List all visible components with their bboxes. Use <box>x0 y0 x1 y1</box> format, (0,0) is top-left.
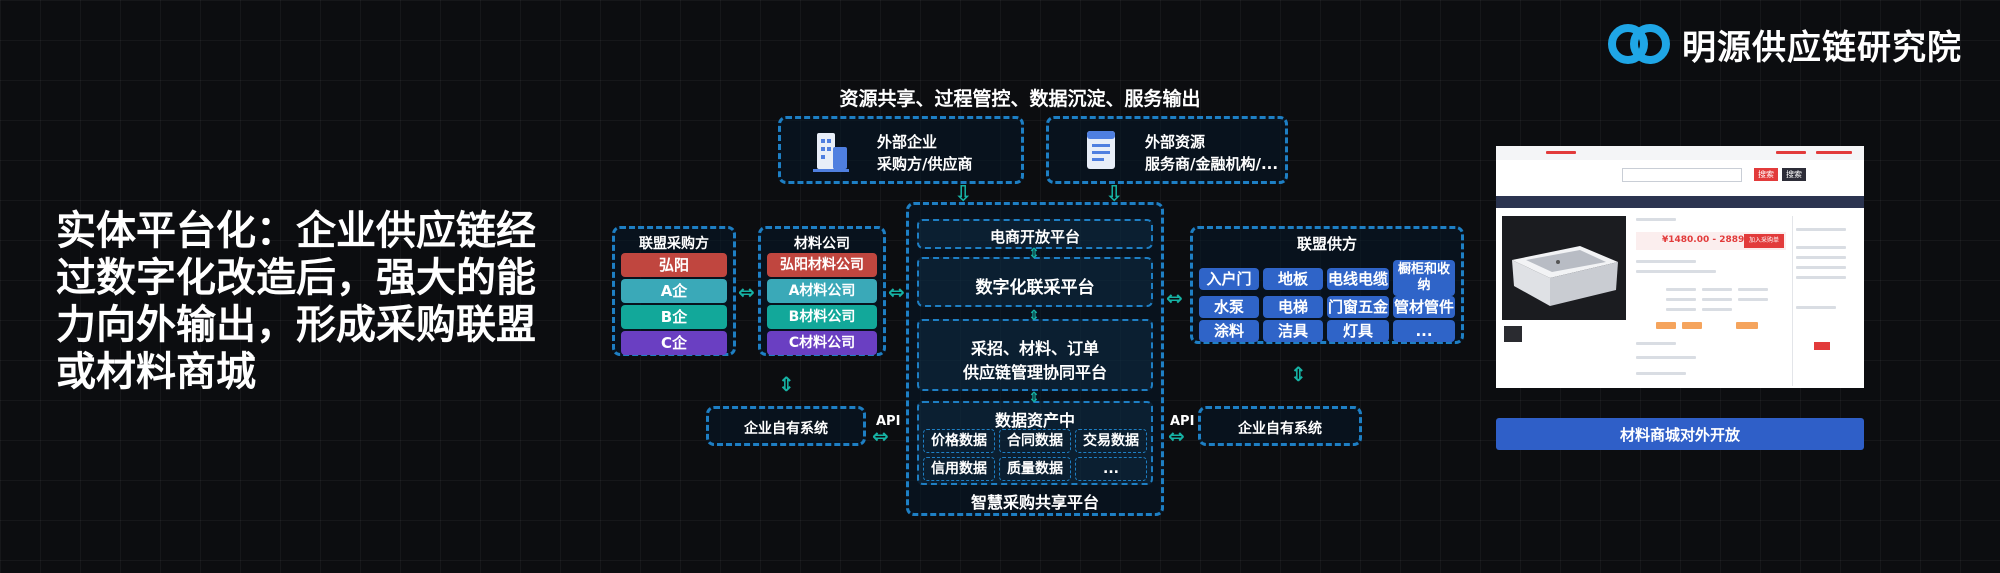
data-asset-center: 数据资产中 价格数据 合同数据 交易数据 信用数据 质量数据 ... <box>917 401 1153 485</box>
buyer-item-c: C企 <box>621 331 727 355</box>
data-cell-more: ... <box>1075 457 1147 481</box>
data-cell-quality: 质量数据 <box>999 457 1071 481</box>
own-system-right-label: 企业自有系统 <box>1238 421 1322 437</box>
collaboration-line-1: 采招、材料、订单 <box>970 339 1099 358</box>
own-system-left-label: 企业自有系统 <box>744 421 828 437</box>
supplier-item-floor: 地板 <box>1263 268 1323 290</box>
api-left-label: API <box>876 414 901 429</box>
shot-thumbnail <box>1504 326 1522 342</box>
shot-topbar <box>1496 146 1864 160</box>
arrow-left-system: ⇕ <box>778 372 795 396</box>
alliance-supplier-box: 联盟供方 入户门 地板 电线电缆 橱柜和收纳 水泵 电梯 门窗五金 管材管件 涂… <box>1190 226 1464 344</box>
headline-line-3: 力向外输出，形成采购联盟 <box>56 302 536 348</box>
own-system-left-box: 企业自有系统 <box>706 406 866 446</box>
collaboration-line-2: 供应链管理协同平台 <box>962 363 1107 382</box>
supplier-item-cabinet: 橱柜和收纳 <box>1393 260 1455 296</box>
bathtub-image <box>1502 216 1626 320</box>
supplier-item-cable: 电线电缆 <box>1327 268 1389 290</box>
arrow-material-center: ⇔ <box>888 280 905 304</box>
material-company-title: 材料公司 <box>794 236 850 252</box>
alliance-buyer-title: 联盟采购方 <box>639 236 709 252</box>
logo-text: 明源供应链研究院 <box>1682 27 1962 68</box>
logo: 明源供应链研究院 <box>1606 16 1986 72</box>
headline: 实体平台化：企业供应链经 过数字化改造后，强大的能 力向外输出，形成采购联盟 或… <box>56 208 576 396</box>
buyer-item-hongyang: 弘阳 <box>621 253 727 277</box>
arrow-center-1: ⇕ <box>1028 246 1040 262</box>
supplier-item-pump: 水泵 <box>1199 296 1259 318</box>
arrow-buyer-material: ⇔ <box>738 280 755 304</box>
supplier-item-door: 入户门 <box>1199 268 1259 290</box>
material-item-b: B材料公司 <box>767 305 877 329</box>
external-enterprise-subtitle: 采购方/供应商 <box>877 155 973 173</box>
external-enterprise-box: 外部企业 采购方/供应商 <box>778 116 1024 184</box>
supplier-item-sanitary: 洁具 <box>1263 320 1323 342</box>
data-cell-transaction: 交易数据 <box>1075 429 1147 453</box>
smart-procurement-title: 智慧采购共享平台 <box>970 493 1099 512</box>
material-item-hongyang: 弘阳材料公司 <box>767 253 877 277</box>
supplier-item-more: ... <box>1393 320 1455 342</box>
shot-right-panel <box>1792 216 1859 386</box>
supplier-item-pipe: 管材管件 <box>1393 296 1455 318</box>
external-enterprise-title: 外部企业 <box>877 133 938 151</box>
own-system-right-box: 企业自有系统 <box>1198 406 1362 446</box>
supplier-item-elevator: 电梯 <box>1263 296 1323 318</box>
supplier-item-lamp: 灯具 <box>1327 320 1389 342</box>
data-cell-price: 价格数据 <box>923 429 995 453</box>
arrow-api-right: ⇔ <box>1168 424 1185 448</box>
headline-line-1: 实体平台化：企业供应链经 <box>56 208 536 254</box>
arrow-center-3: ⇕ <box>1028 390 1040 406</box>
shot-nav-bar <box>1496 196 1864 208</box>
supplier-item-hardware: 门窗五金 <box>1327 296 1389 318</box>
top-label: 资源共享、过程管控、数据沉淀、服务输出 <box>839 88 1201 110</box>
buyer-item-b: B企 <box>621 305 727 329</box>
alliance-supplier-title: 联盟供方 <box>1296 235 1357 253</box>
headline-line-2: 过数字化改造后，强大的能 <box>56 255 536 301</box>
shot-buy-button: 加入采购单 <box>1744 234 1784 248</box>
headline-line-4: 或材料商城 <box>56 349 256 395</box>
document-icon <box>1087 131 1115 169</box>
center-platform-box: 电商开放平台 数字化联采平台 采招、材料、订单 供应链管理协同平台 数据资产中 … <box>906 202 1164 516</box>
mall-screenshot: 搜索 搜索 ¥1480.00 - 2889.00 加入采购单 <box>1496 146 1864 388</box>
arrow-api-left: ⇔ <box>872 424 889 448</box>
shot-search-btn-2: 搜索 <box>1782 168 1806 181</box>
external-resource-title: 外部资源 <box>1145 133 1206 151</box>
material-item-c: C材料公司 <box>767 331 877 355</box>
buyer-item-a: A企 <box>621 279 727 303</box>
mall-open-button[interactable]: 材料商城对外开放 <box>1496 418 1864 450</box>
building-icon <box>813 133 849 172</box>
data-cell-contract: 合同数据 <box>999 429 1071 453</box>
material-item-a: A材料公司 <box>767 279 877 303</box>
shot-search-btn-1: 搜索 <box>1754 168 1778 181</box>
ecommerce-platform-label: 电商开放平台 <box>989 228 1080 246</box>
material-company-box: 材料公司 弘阳材料公司 A材料公司 B材料公司 C材料公司 <box>758 226 886 356</box>
mall-open-button-label: 材料商城对外开放 <box>1619 425 1740 444</box>
alliance-buyer-box: 联盟采购方 弘阳 A企 B企 C企 <box>612 226 736 356</box>
data-cell-credit: 信用数据 <box>923 457 995 481</box>
arrow-center-2: ⇕ <box>1028 308 1040 324</box>
supplier-item-paint: 涂料 <box>1199 320 1259 342</box>
arrow-center-supplier: ⇔ <box>1166 286 1183 310</box>
arrow-down-left: ⇩ <box>954 182 973 207</box>
logo-icon <box>1608 24 1670 64</box>
arrow-down-right: ⇩ <box>1105 182 1124 207</box>
external-resource-subtitle: 服务商/金融机构/... <box>1145 155 1279 173</box>
digital-procurement-label: 数字化联采平台 <box>975 278 1095 298</box>
digital-procurement-platform: 数字化联采平台 <box>917 257 1153 307</box>
api-right-label: API <box>1170 414 1195 429</box>
external-resource-box: 外部资源 服务商/金融机构/... <box>1046 116 1288 184</box>
data-asset-center-label: 数据资产中 <box>994 411 1075 430</box>
ecommerce-platform: 电商开放平台 <box>917 219 1153 249</box>
shot-search-bar <box>1622 168 1742 182</box>
shot-price: ¥1480.00 - 2889.00 <box>1662 235 1761 245</box>
collaboration-platform: 采招、材料、订单 供应链管理协同平台 <box>917 319 1153 391</box>
arrow-right-system: ⇕ <box>1290 362 1307 386</box>
